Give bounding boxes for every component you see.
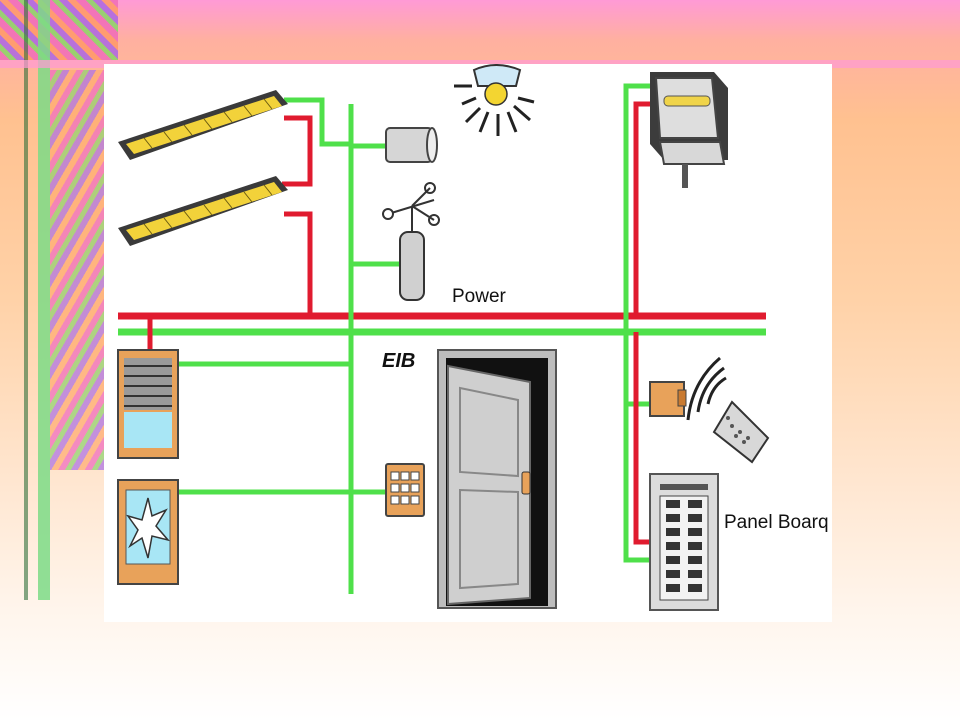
panel-board-icon xyxy=(649,473,719,611)
decorative-strip xyxy=(50,70,104,470)
remote-control-icon xyxy=(686,356,770,464)
door-icon xyxy=(437,349,557,609)
panel-board-label: Panel Boarq xyxy=(724,512,829,533)
fluorescent-lamp-icon xyxy=(118,176,288,246)
decorative-collage xyxy=(0,0,118,60)
ir-receiver-icon xyxy=(649,381,687,417)
eib-right-vertical xyxy=(623,83,650,404)
link-panel-red xyxy=(633,332,650,545)
blind-controller-icon xyxy=(117,349,179,459)
sun-sensor-icon xyxy=(454,64,535,136)
window-glass-break-icon xyxy=(117,479,179,585)
weather-station-icon xyxy=(382,182,440,301)
power-lamp1 xyxy=(282,115,313,187)
keypad-icon xyxy=(385,463,425,517)
power-label: Power xyxy=(452,286,506,307)
power-lamp2 xyxy=(284,211,313,316)
link-lamp1 xyxy=(284,97,351,147)
fluorescent-lamp-icon xyxy=(118,90,288,160)
floodlight-icon xyxy=(650,72,728,188)
sensor-cylinder-icon xyxy=(385,127,438,163)
diagram-canvas xyxy=(117,64,770,611)
decorative-dark-bar xyxy=(24,0,28,600)
power-right-vertical xyxy=(633,101,650,316)
decorative-green-bar xyxy=(38,0,50,600)
eib-diagram: Power EIB Panel Boarq xyxy=(104,64,832,622)
link-panel-green xyxy=(623,404,650,563)
eib-label: EIB xyxy=(382,350,416,372)
